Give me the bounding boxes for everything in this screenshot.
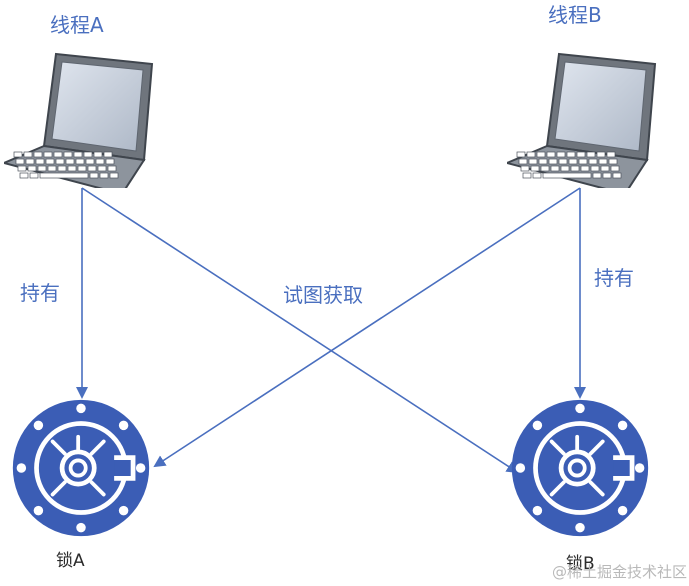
lock-icon xyxy=(13,400,149,536)
edge-try-thread-a-lock-b xyxy=(81,187,519,474)
edge-label-hold-right: 持有 xyxy=(594,266,634,290)
watermark: @稀土掘金技术社区 xyxy=(552,563,687,581)
node-lock-a: 锁A xyxy=(13,400,149,571)
node-thread-b: 线程B xyxy=(507,3,656,188)
thread-a-label: 线程A xyxy=(50,13,104,37)
connectors xyxy=(76,187,586,474)
edge-label-hold-left: 持有 xyxy=(20,281,60,305)
lock-icon xyxy=(512,400,648,536)
lock-a-label: 锁A xyxy=(56,551,85,571)
edge-label-try-acquire: 试图获取 xyxy=(283,283,363,307)
edge-try-thread-b-lock-a xyxy=(153,187,581,468)
node-lock-b: 锁B xyxy=(512,400,648,574)
thread-b-label: 线程B xyxy=(548,3,602,27)
lock-b-label: 锁B xyxy=(566,554,595,574)
laptop-icon xyxy=(507,53,656,188)
node-thread-a: 线程A xyxy=(4,13,153,188)
laptop-icon xyxy=(4,53,153,188)
